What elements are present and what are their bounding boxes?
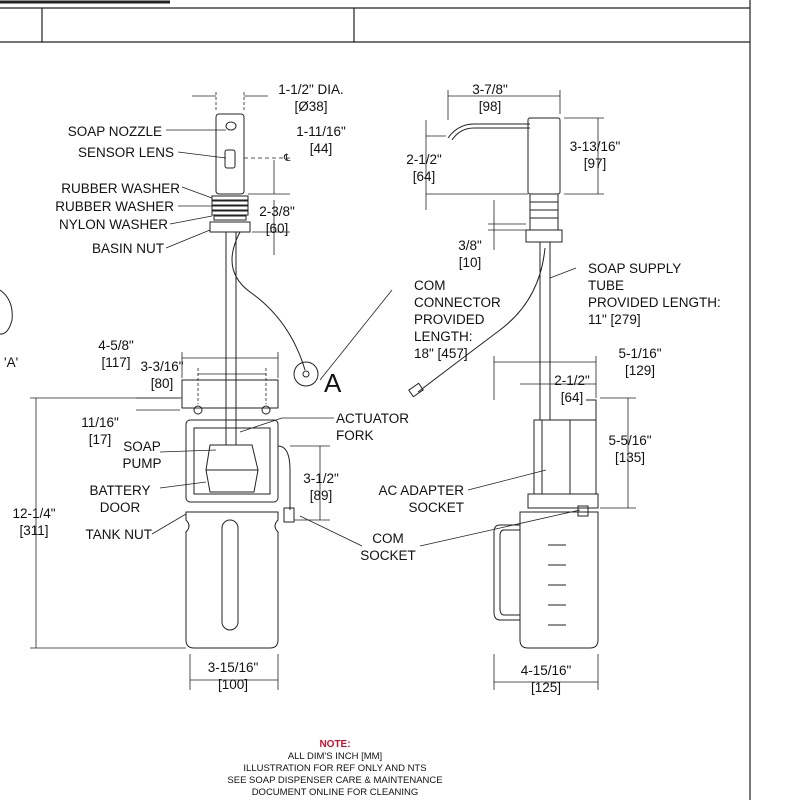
label-soap-pump: SOAP PUMP (122, 439, 162, 471)
dim-11-16-inch: 11/16" (81, 415, 119, 430)
title-block (0, 0, 751, 800)
dim-3-15-16-inch: 3-15/16" (207, 660, 259, 675)
label-rubber-washer-2: RUBBER WASHER (55, 199, 174, 214)
dim-5-5-16-inch: 5-5/16" (608, 433, 652, 448)
dim-3-15-16: 3-15/16" [100] (196, 659, 270, 693)
dim-5-1-16-mm: [129] (624, 363, 656, 378)
label-rubber-washer-1: RUBBER WASHER (61, 181, 180, 196)
dim-2-3-8: 2-3/8" [60] (250, 203, 304, 237)
dim-2-1-2-b-mm: [64] (560, 390, 584, 405)
dim-3-1-2: 3-1/2" [89] (296, 470, 346, 504)
dim-2-3-8-mm: [60] (265, 221, 289, 236)
dim-2-1-2-b-inch: 2-1/2" (554, 373, 590, 388)
right-dimensions (419, 90, 636, 690)
dim-1-11-16-inch: 1-11/16" (296, 124, 346, 139)
note-block: NOTE: ALL DIM'S INCH [MM] ILLUSTRATION F… (200, 739, 470, 799)
dim-3-7-8: 3-7/8" [98] (460, 81, 520, 115)
label-actuator-fork: ACTUATOR FORK (336, 411, 410, 443)
right-dispenser-view (408, 117, 599, 649)
dim-11-16-mm: [17] (88, 432, 112, 447)
detail-a-reference: 'A' (4, 355, 19, 370)
dim-3-13-16-inch: 3-13/16" (569, 139, 621, 154)
dim-1-11-16-mm: [44] (309, 141, 333, 156)
dim-dia-mm: [Ø38] (294, 99, 328, 114)
dim-4-5-8: 4-5/8" [117] (86, 337, 146, 371)
dim-5-1-16: 5-1/16" [129] (608, 345, 672, 379)
dim-12-1-4: 12-1/4" [311] (2, 505, 66, 539)
dim-4-15-16-inch: 4-15/16" (520, 663, 572, 678)
label-soap-supply-tube: SOAP SUPPLY TUBE PROVIDED LENGTH: 11" [2… (588, 261, 721, 327)
dim-4-15-16: 4-15/16" [125] (506, 662, 586, 696)
label-basin-nut: BASIN NUT (91, 241, 164, 256)
label-tank-nut: TANK NUT (85, 527, 153, 542)
dim-4-5-8-mm: [117] (101, 355, 131, 370)
dim-3-8-mm: [10] (458, 255, 482, 270)
dim-3-1-2-mm: [89] (309, 488, 333, 503)
dim-5-5-16: 5-5/16" [135] (600, 432, 660, 466)
centerline-symbol: ℄ (284, 153, 291, 164)
detail-a-callout: A (324, 368, 342, 398)
dim-11-16: 11/16" [17] (74, 414, 126, 448)
label-nylon-washer: NYLON WASHER (58, 217, 168, 232)
dim-12-1-4-inch: 12-1/4" (12, 506, 56, 521)
label-soap-nozzle: SOAP NOZZLE (67, 124, 162, 139)
dim-3-3-16-inch: 3-3/16" (140, 359, 184, 374)
dim-4-5-8-inch: 4-5/8" (98, 338, 134, 353)
left-dimensions (30, 92, 393, 690)
dim-3-7-8-mm: [98] (478, 99, 502, 114)
dim-5-1-16-inch: 5-1/16" (618, 346, 662, 361)
dim-12-1-4-mm: [311] (19, 523, 49, 538)
label-com-connector: COM CONNECTOR PROVIDED LENGTH: 18" [457] (414, 278, 501, 361)
dim-2-1-2-a-inch: 2-1/2" (406, 152, 442, 167)
note-line: SEE SOAP DISPENSER CARE & MAINTENANCE (227, 775, 443, 786)
dim-2-3-8-inch: 2-3/8" (259, 204, 295, 219)
dim-1-11-16: 1-11/16" [44] (286, 123, 356, 157)
dim-2-1-2-b: 2-1/2" [64] (544, 372, 600, 406)
dim-3-8: 3/8" [10] (448, 237, 492, 271)
dim-3-8-inch: 3/8" (458, 238, 482, 253)
dim-3-7-8-inch: 3-7/8" (472, 82, 508, 97)
dim-3-1-2-inch: 3-1/2" (303, 471, 339, 486)
dim-5-5-16-mm: [135] (614, 450, 646, 465)
note-line: ALL DIM'S INCH [MM] (287, 751, 383, 762)
label-com-socket: COM SOCKET (360, 531, 416, 563)
left-dispenser-view (181, 113, 319, 649)
dim-3-13-16-mm: [97] (583, 156, 607, 171)
note-line: DOCUMENT ONLINE FOR CLEANING (251, 787, 419, 798)
dim-4-15-16-mm: [125] (530, 680, 562, 695)
label-ac-adapter-socket: AC ADAPTER SOCKET (378, 483, 464, 515)
dim-3-3-16: 3-3/16" [80] (134, 358, 190, 392)
dim-dia: 1-1/2" DIA. [Ø38] (266, 81, 356, 115)
label-battery-door: BATTERY DOOR (89, 483, 151, 515)
label-sensor-lens: SENSOR LENS (77, 145, 174, 160)
dim-dia-inch: 1-1/2" DIA. (278, 82, 344, 97)
detail-circle-partial (0, 289, 13, 335)
note-line: ILLUSTRATION FOR REF ONLY AND NTS (243, 763, 427, 774)
dim-3-15-16-mm: [100] (217, 677, 249, 692)
dim-3-3-16-mm: [80] (150, 376, 174, 391)
dim-3-13-16: 3-13/16" [97] (560, 138, 630, 172)
dim-2-1-2-a-mm: [64] (412, 169, 436, 184)
note-title: NOTE: (319, 739, 351, 750)
dim-2-1-2-a: 2-1/2" [64] (398, 151, 450, 185)
